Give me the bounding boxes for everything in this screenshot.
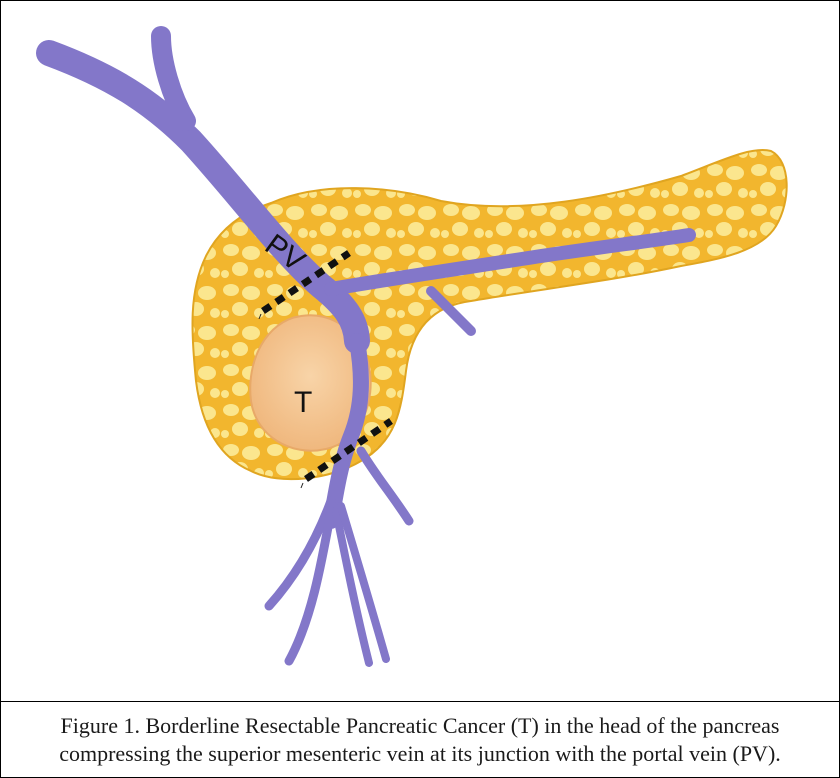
pancreas-illustration: PV T bbox=[36, 26, 788, 667]
splenic-vein bbox=[324, 228, 696, 296]
smv-branch-left bbox=[264, 496, 336, 611]
resection-line-lower bbox=[304, 418, 393, 482]
upper-branch bbox=[151, 26, 196, 131]
superior-mesenteric-vein bbox=[323, 333, 369, 529]
smv-branch-mid-left bbox=[284, 506, 336, 666]
portal-vein bbox=[36, 40, 370, 354]
smv-branch-mid bbox=[332, 507, 373, 667]
caption-box: Figure 1. Borderline Resectable Pancreat… bbox=[1, 701, 839, 777]
resection-line-upper bbox=[261, 250, 351, 314]
smv-branch-mid-right bbox=[337, 502, 390, 663]
resection-lines bbox=[261, 250, 393, 482]
tick-mark-lower bbox=[300, 482, 304, 489]
vein-system bbox=[36, 26, 696, 667]
smv-branch-right bbox=[356, 446, 414, 526]
tumor-label: T bbox=[294, 386, 312, 419]
tick-mark-upper bbox=[258, 313, 262, 320]
side-branch bbox=[426, 286, 476, 336]
figure-caption: Figure 1. Borderline Resectable Pancreat… bbox=[59, 712, 781, 766]
